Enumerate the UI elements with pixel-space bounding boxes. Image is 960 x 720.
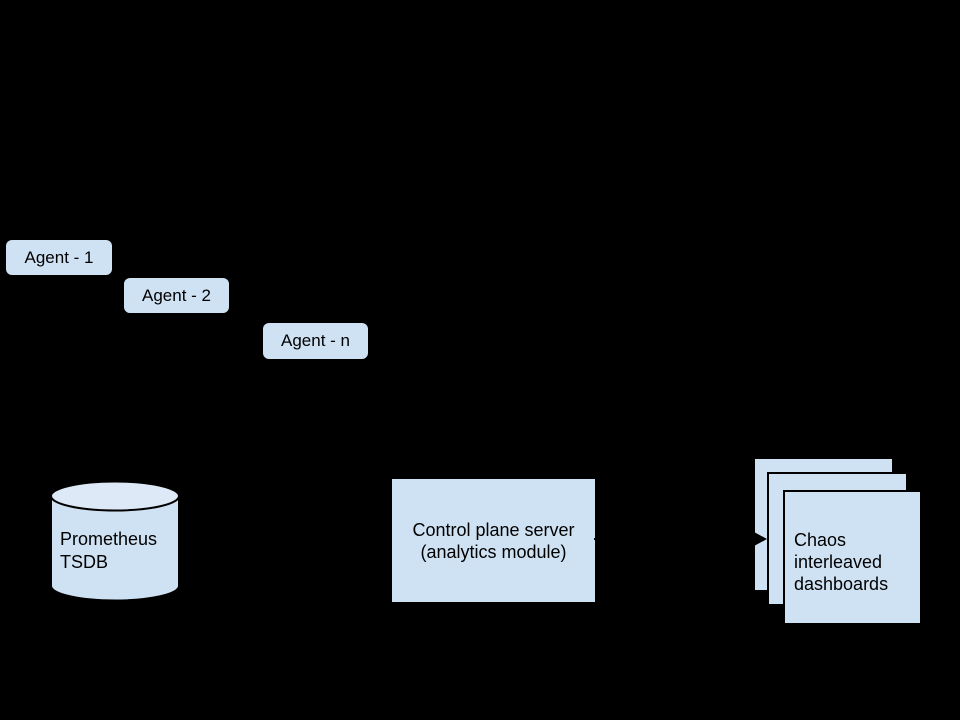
control-plane-server-node: Control plane server (analytics module) (392, 479, 595, 602)
dashboards-label-line2: interleaved (794, 552, 883, 572)
server-label-line2: (analytics module) (420, 541, 567, 562)
database-label: Prometheus TSDB (60, 528, 180, 574)
arrowhead-icon (754, 532, 767, 546)
server-label-line1: Control plane server (412, 519, 575, 540)
agent-2-node: Agent - 2 (124, 278, 229, 313)
dashboards-label-line3: dashboards (794, 574, 889, 594)
cylinder-top (50, 480, 180, 512)
dashboard-sheet-front: Chaos interleaved dashboards (783, 490, 922, 625)
database-label-line1: Prometheus (60, 529, 158, 549)
agent-2-label: Agent - 2 (142, 285, 211, 305)
server-to-dashboards-arrow (594, 532, 767, 546)
agent-1-label: Agent - 1 (24, 247, 94, 267)
database-cylinder-icon (50, 480, 180, 602)
agent-1-node: Agent - 1 (6, 240, 112, 275)
agent-n-label: Agent - n (281, 331, 350, 350)
agent-n-node: Agent - n (263, 323, 368, 359)
database-label-line2: TSDB (60, 552, 109, 572)
dashboards-label-line1: Chaos (794, 530, 847, 550)
dashboards-label: Chaos interleaved dashboards (794, 529, 919, 595)
